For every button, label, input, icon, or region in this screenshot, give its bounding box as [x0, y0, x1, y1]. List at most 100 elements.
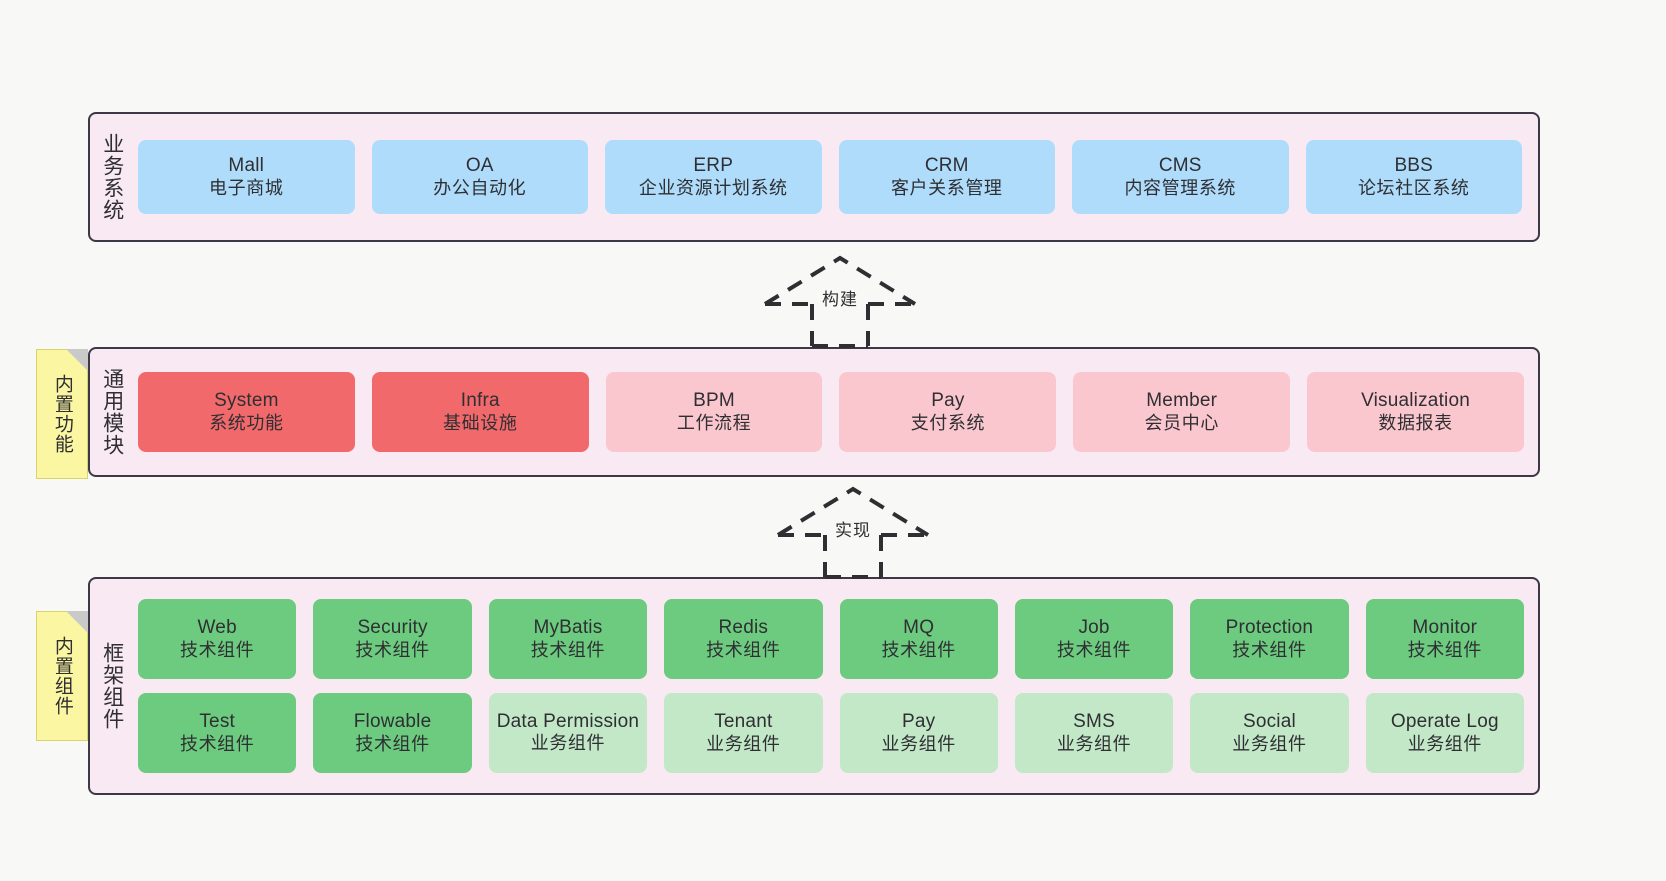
generalization-arrow-realize: 实现 [768, 483, 938, 579]
node-title: Flowable [353, 711, 432, 733]
node-title: Pay [902, 711, 936, 733]
node-flowable[interactable]: Flowable 技术组件 [313, 693, 472, 773]
node-subtitle: 基础设施 [443, 412, 518, 433]
node-crm[interactable]: CRM 客户关系管理 [838, 140, 1055, 214]
node-title: Monitor [1412, 617, 1478, 639]
node-subtitle: 业务组件 [881, 733, 956, 754]
layer-body-framework-components: Web 技术组件 Security 技术组件 MyBatis 技术组件 Redi… [134, 579, 1538, 793]
layer-business-systems: 业务系统 Mall 电子商城 OA 办公自动化 ERP 企业资源计划系统 CRM… [88, 112, 1540, 242]
dashed-hollow-arrow-icon [776, 486, 930, 579]
layer-title-common-modules: 通用模块 [100, 368, 124, 456]
node-bpm[interactable]: BPM 工作流程 [605, 372, 823, 452]
node-subtitle: 业务组件 [1407, 733, 1483, 754]
node-title: SMS [1073, 711, 1115, 733]
node-subtitle: 支付系统 [910, 412, 986, 433]
node-title: OA [465, 155, 494, 177]
node-subtitle: 客户关系管理 [890, 177, 1003, 198]
sticky-note-label: 内置功能 [51, 374, 73, 454]
node-subtitle: 论坛社区系统 [1357, 177, 1470, 198]
cell-row: Mall 电子商城 OA 办公自动化 ERP 企业资源计划系统 CRM 客户关系… [138, 140, 1522, 214]
node-member[interactable]: Member 会员中心 [1073, 372, 1291, 452]
node-subtitle: 业务组件 [1232, 733, 1307, 754]
node-sms[interactable]: SMS 业务组件 [1014, 693, 1174, 773]
sticky-note-label: 内置组件 [51, 636, 73, 716]
generalization-arrow-build: 构建 [755, 252, 925, 348]
arrow-label-realize: 实现 [835, 521, 871, 540]
node-operate-log[interactable]: Operate Log 业务组件 [1365, 693, 1524, 773]
layer-common-modules: 通用模块 System 系统功能 Infra 基础设施 BPM 工作流程 Pay… [88, 347, 1540, 477]
sticky-note-builtin-components: 内置组件 [36, 611, 88, 741]
node-protection[interactable]: Protection 技术组件 [1190, 599, 1349, 679]
node-title: MQ [903, 617, 935, 639]
node-title: Data Permission [496, 711, 640, 732]
node-subtitle: 技术组件 [355, 733, 430, 754]
node-tenant[interactable]: Tenant 业务组件 [664, 693, 823, 773]
cell-row: Web 技术组件 Security 技术组件 MyBatis 技术组件 Redi… [138, 599, 1524, 679]
node-title: CRM [924, 155, 969, 177]
node-title: Tenant [714, 711, 773, 733]
node-subtitle: 技术组件 [706, 639, 781, 660]
dashed-hollow-arrow-icon [763, 255, 917, 348]
node-title: Visualization [1361, 390, 1471, 412]
cell-row: Test 技术组件 Flowable 技术组件 Data Permission … [138, 693, 1524, 773]
node-subtitle: 业务组件 [1056, 733, 1132, 754]
node-mybatis[interactable]: MyBatis 技术组件 [488, 599, 648, 679]
node-subtitle: 电子商城 [209, 177, 284, 198]
node-bbs[interactable]: BBS 论坛社区系统 [1305, 140, 1522, 214]
layer-framework-components: 框架组件 Web 技术组件 Security 技术组件 MyBatis 技术组件… [88, 577, 1540, 795]
node-job[interactable]: Job 技术组件 [1014, 599, 1174, 679]
node-pay-component[interactable]: Pay 业务组件 [839, 693, 998, 773]
node-visualization[interactable]: Visualization 数据报表 [1307, 372, 1524, 452]
node-title: BBS [1394, 155, 1434, 177]
arrow-label-build: 构建 [822, 290, 858, 309]
node-mall[interactable]: Mall 电子商城 [138, 140, 355, 214]
node-web[interactable]: Web 技术组件 [138, 599, 297, 679]
node-system[interactable]: System 系统功能 [138, 372, 355, 452]
node-mq[interactable]: MQ 技术组件 [839, 599, 998, 679]
node-monitor[interactable]: Monitor 技术组件 [1365, 599, 1524, 679]
node-title: Web [197, 617, 237, 639]
node-test[interactable]: Test 技术组件 [138, 693, 297, 773]
node-title: ERP [693, 155, 734, 177]
node-subtitle: 技术组件 [1232, 639, 1307, 660]
node-erp[interactable]: ERP 企业资源计划系统 [605, 140, 822, 214]
node-title: MyBatis [533, 617, 603, 639]
node-title: Operate Log [1390, 711, 1499, 733]
cell-row: System 系统功能 Infra 基础设施 BPM 工作流程 Pay 支付系统… [138, 372, 1524, 452]
node-subtitle: 系统功能 [209, 412, 284, 433]
node-subtitle: 技术组件 [530, 639, 606, 660]
layer-body-business-systems: Mall 电子商城 OA 办公自动化 ERP 企业资源计划系统 CRM 客户关系… [134, 114, 1538, 240]
node-social[interactable]: Social 业务组件 [1190, 693, 1349, 773]
layer-body-common-modules: System 系统功能 Infra 基础设施 BPM 工作流程 Pay 支付系统… [134, 349, 1538, 475]
node-subtitle: 会员中心 [1144, 412, 1219, 433]
node-title: Pay [931, 390, 965, 412]
node-title: Protection [1225, 617, 1314, 639]
node-title: Infra [460, 390, 500, 412]
node-cms[interactable]: CMS 内容管理系统 [1072, 140, 1289, 214]
node-data-permission[interactable]: Data Permission 业务组件 [488, 693, 648, 773]
node-subtitle: 业务组件 [706, 733, 781, 754]
node-oa[interactable]: OA 办公自动化 [371, 140, 588, 214]
node-subtitle: 技术组件 [179, 639, 255, 660]
node-title: Test [199, 711, 236, 733]
node-redis[interactable]: Redis 技术组件 [664, 599, 823, 679]
node-security[interactable]: Security 技术组件 [313, 599, 472, 679]
node-subtitle: 技术组件 [355, 639, 430, 660]
sticky-note-builtin-features: 内置功能 [36, 349, 88, 479]
layer-title-framework-components: 框架组件 [100, 642, 124, 730]
node-subtitle: 技术组件 [1056, 639, 1132, 660]
folded-corner-icon [66, 349, 88, 371]
node-subtitle: 企业资源计划系统 [638, 177, 788, 198]
node-pay-module[interactable]: Pay 支付系统 [839, 372, 1057, 452]
node-title: Security [357, 617, 428, 639]
node-subtitle: 技术组件 [1407, 639, 1483, 660]
node-title: Redis [718, 617, 769, 639]
node-subtitle: 数据报表 [1378, 412, 1453, 433]
node-title: BPM [693, 390, 735, 412]
node-title: Job [1078, 617, 1110, 639]
node-title: Member [1146, 390, 1218, 412]
node-subtitle: 办公自动化 [433, 177, 527, 198]
node-title: Social [1242, 711, 1296, 733]
node-infra[interactable]: Infra 基础设施 [371, 372, 589, 452]
